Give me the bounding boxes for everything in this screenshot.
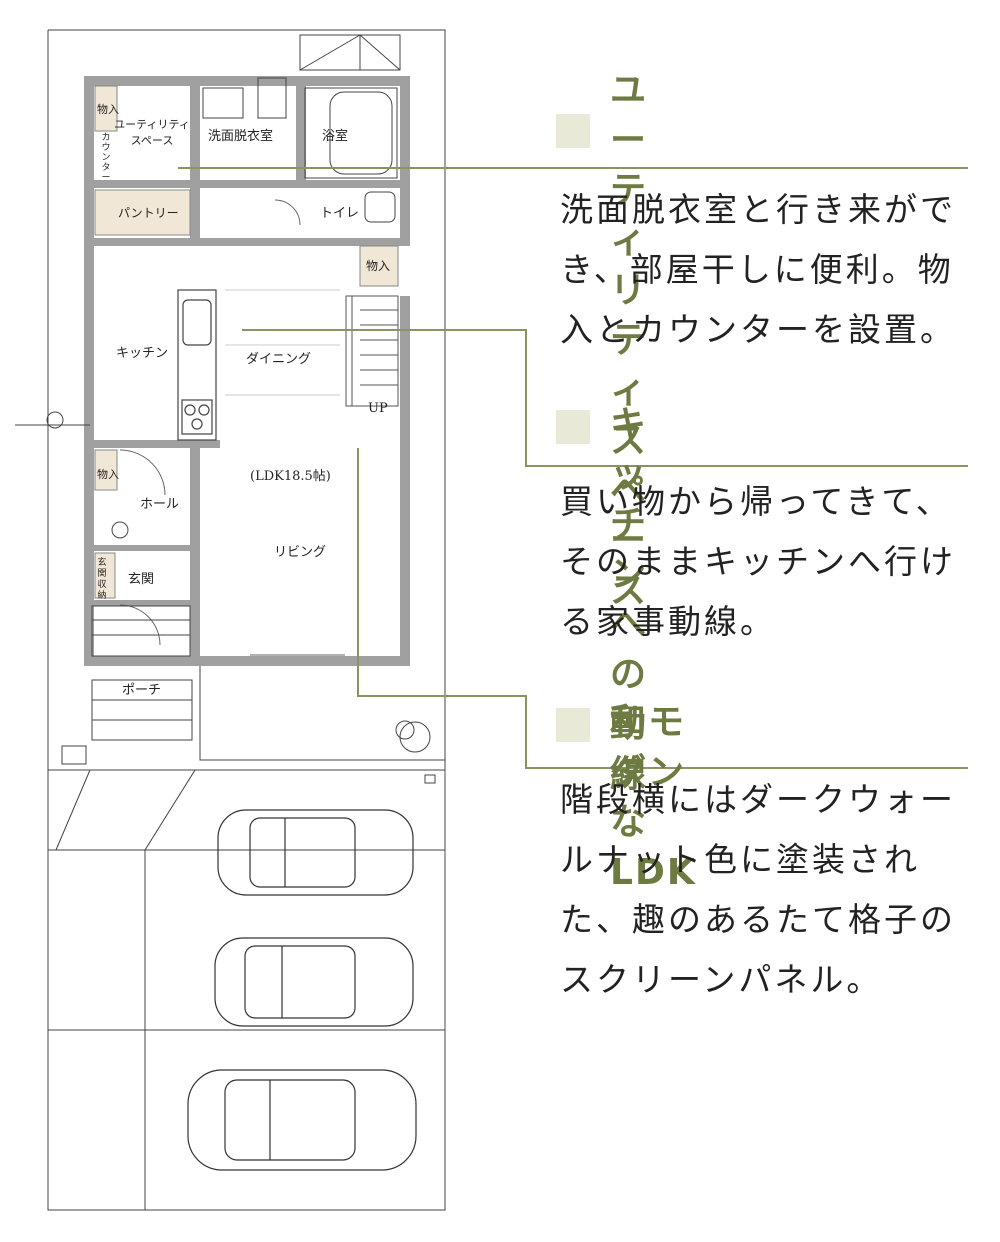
site-triangles xyxy=(299,34,401,71)
label-living: リビング xyxy=(274,545,326,560)
label-up: UP xyxy=(368,401,388,416)
callout-ldk-title: 和モダンな LDK xyxy=(610,702,697,893)
label-pantry: パントリー xyxy=(118,206,179,220)
callout-utility-title: ユーティリティ スペース xyxy=(610,70,649,611)
callout-ldk-heading: 和モダンな LDK xyxy=(556,698,697,898)
callout-marker xyxy=(556,114,590,148)
parking xyxy=(48,745,445,1210)
callout-ldk-body: 階段横にはダークウォールナット色に塗装された、趣のあるたて格子のスクリーンパネル… xyxy=(560,780,956,999)
stairs xyxy=(345,295,399,407)
callout-utility-heading: ユーティリティ スペース xyxy=(556,66,648,616)
exterior-walls xyxy=(84,76,410,666)
label-storage-top: 物入 xyxy=(97,102,119,116)
label-utility-space: ユーティリティスペース xyxy=(114,118,190,147)
callout-lines xyxy=(178,167,968,769)
callout-marker xyxy=(556,410,590,444)
tree xyxy=(395,720,431,753)
car-3 xyxy=(187,1069,417,1171)
label-counter: カウンター xyxy=(101,132,110,183)
label-kitchen: キッチン xyxy=(116,346,168,361)
site-boundary xyxy=(47,29,446,1211)
callout-kitchen-heading: キッチンへの動線 xyxy=(556,400,648,800)
label-bathroom: 浴室 xyxy=(322,128,348,144)
interior-walls xyxy=(94,86,400,658)
label-hall: ホール xyxy=(140,497,179,512)
label-entrance: 玄関 xyxy=(128,572,154,587)
porch xyxy=(91,605,445,761)
callout-marker xyxy=(556,708,590,742)
room-labels: 物入 洗面脱衣室 浴室 パントリー トイレ 物入 キッチン ダイニング UP (… xyxy=(97,102,390,698)
callout-utility-body: 洗面脱衣室と行き来ができ、部屋干しに便利。物入とカウンターを設置。 xyxy=(560,190,956,349)
label-ldk-size: (LDK18.5帖) xyxy=(250,469,331,484)
car-2 xyxy=(214,937,414,1027)
floor-lines xyxy=(225,289,340,396)
label-storage-hall: 物入 xyxy=(97,467,119,481)
label-dining: ダイニング xyxy=(246,352,311,367)
callout-kitchen-body: 買い物から帰ってきて、そのままキッチンへ行ける家事動線。 xyxy=(560,482,956,641)
kitchen-counter xyxy=(177,289,217,441)
fixtures xyxy=(15,77,398,539)
car-1 xyxy=(217,809,414,896)
label-washroom: 洗面脱衣室 xyxy=(208,128,273,144)
label-shoe-storage: 玄関収納 xyxy=(97,556,106,601)
label-porch: ポーチ xyxy=(122,683,161,698)
label-storage-stair: 物入 xyxy=(366,259,390,273)
storage-fills xyxy=(94,85,399,599)
callout-kitchen-title: キッチンへの動線 xyxy=(610,404,649,795)
label-toilet: トイレ xyxy=(320,206,359,221)
